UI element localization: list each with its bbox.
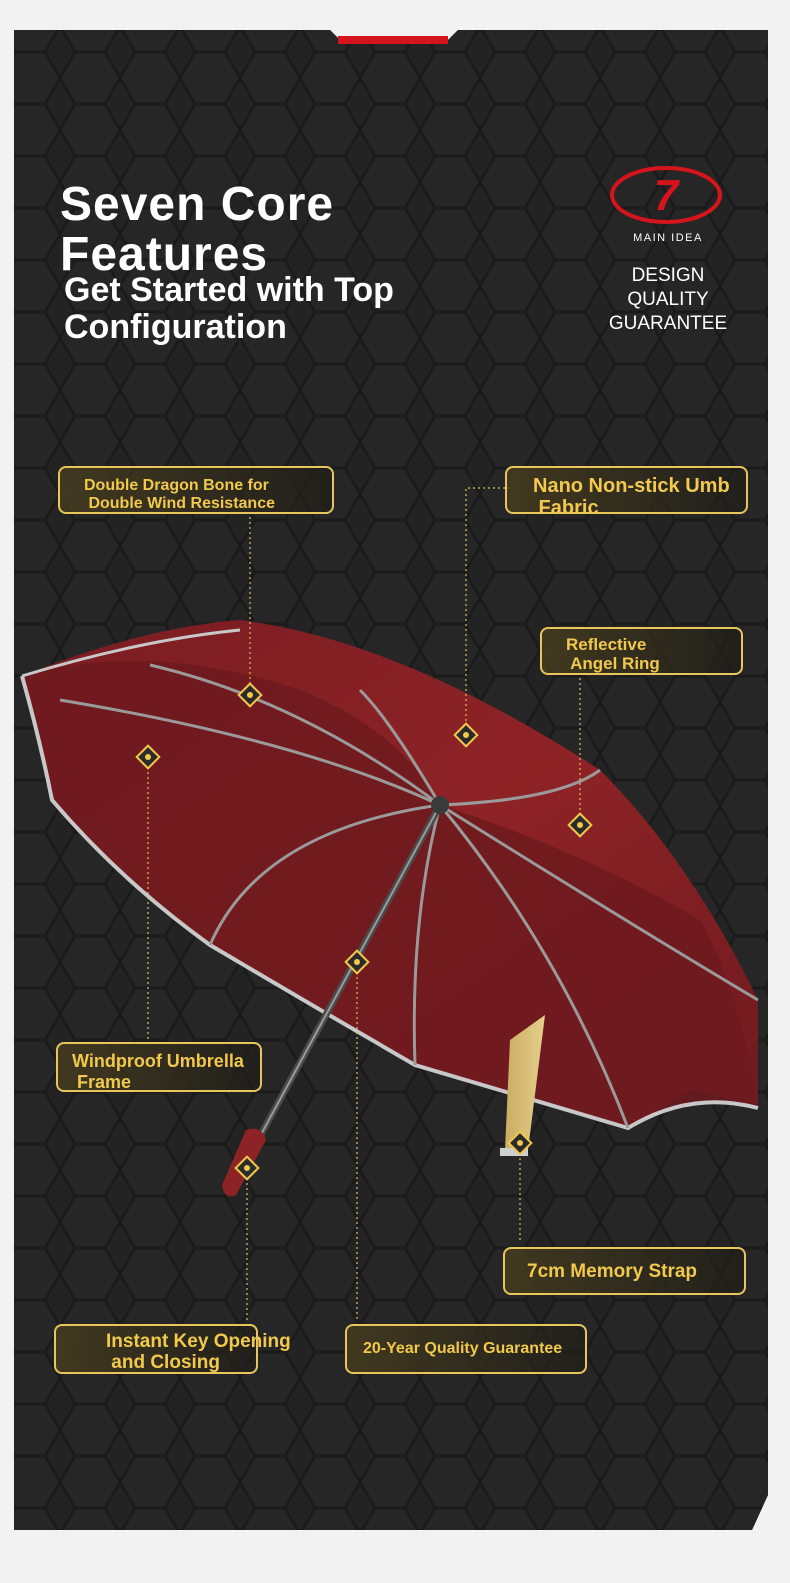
brand-name: MAIN IDEA [633,232,703,244]
brand-logo: 7 MAIN IDEA DESIGN QUALITY GUARANTEE [608,163,728,343]
feature-windproof-frame: Windproof Umbrella Frame [56,1042,262,1092]
feature-instant-key: Instant Key Opening and Closing [54,1324,291,1374]
page-subtitle: Get Started with Top Configuration [64,271,394,346]
logo-number: 7 [654,171,681,220]
feature-double-dragon-bone: Double Dragon Bone for Double Wind Resis… [58,466,334,514]
design-quality-guarantee: DESIGN QUALITY GUARANTEE [608,265,728,334]
callout-markers [135,682,593,1181]
seven-badge-icon: 7 [610,166,722,224]
page-title: Seven Core Features [60,178,335,281]
feature-reflective-ring: Reflective Angel Ring [540,627,743,675]
feature-quality-guarantee: 20-Year Quality Guarantee [345,1324,587,1374]
feature-memory-strap: 7cm Memory Strap [503,1247,746,1295]
feature-nano-non-stick: Nano Non-stick Umb Fabric [505,466,748,519]
